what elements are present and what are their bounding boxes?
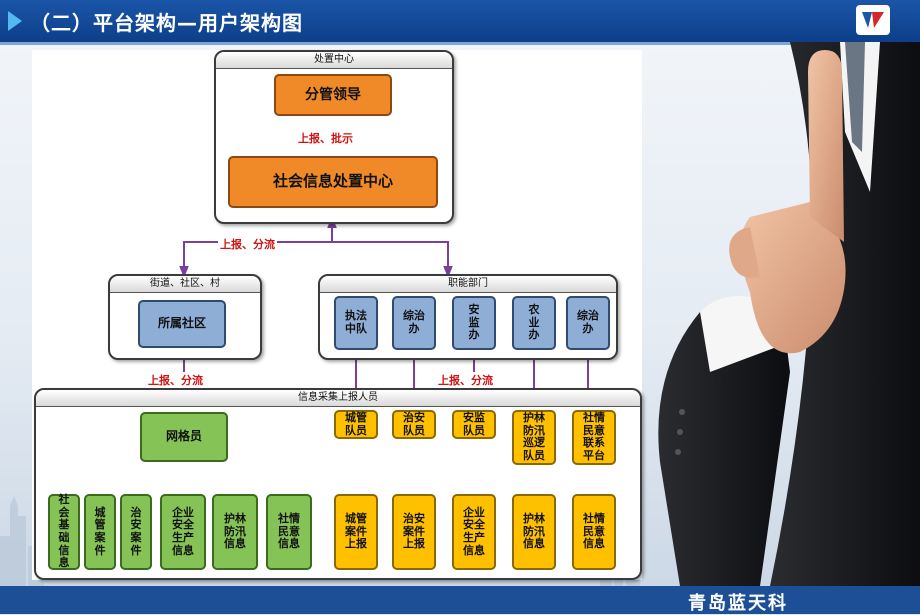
nodes.reporters: 城管 队员 (334, 410, 378, 440)
connector-branch-groups (179, 241, 453, 278)
nodes.reporters: 社情 民意 联系 平台 (572, 410, 616, 465)
node-reporter-item: 社情 民意 信息 (572, 494, 616, 570)
node-reporter-item: 企业 安全 生产 信息 (452, 494, 496, 570)
node-grid-item: 社情 民意 信息 (266, 494, 312, 570)
node-reporter-item: 治安 案件 上报 (392, 494, 436, 570)
node-department: 综治 办 (392, 296, 436, 350)
group-title: 处置中心 (216, 52, 452, 69)
node-grid-item: 治 安 案 件 (120, 494, 152, 570)
node-leader: 分管领导 (274, 74, 392, 116)
node-community: 所属社区 (138, 300, 226, 348)
node-department: 执法 中队 (334, 296, 378, 350)
label-report-approve: 上报、批示 (296, 130, 355, 146)
nodes.reporters: 治安 队员 (392, 410, 436, 440)
group-title: 信息采集上报人员 (36, 390, 640, 407)
node-social-center: 社会信息处置中心 (228, 156, 438, 208)
slide-title: （二）平台架构—用户架构图 (30, 11, 303, 35)
node-grid-item: 企业 安全 生产 信息 (160, 494, 206, 570)
label-report-distribute: 上报、分流 (218, 236, 277, 252)
node-grid-member: 网格员 (140, 412, 228, 462)
header-arrow-icon (8, 11, 22, 31)
label-report-distribute: 上报、分流 (146, 372, 205, 388)
node-department: 农 业 办 (512, 296, 556, 350)
nodes.reporters: 安监 队员 (452, 410, 496, 440)
node-reporter-item: 护林 防汛 信息 (512, 494, 556, 570)
group-title: 街道、社区、村 (110, 276, 260, 293)
node-grid-item: 护林 防汛 信息 (212, 494, 258, 570)
node-department: 安 监 办 (452, 296, 496, 350)
slide-footer: 青岛蓝天科 (0, 586, 920, 614)
node-grid-item: 城 管 案 件 (84, 494, 116, 570)
node-reporter-item: 城管 案件 上报 (334, 494, 378, 570)
user-architecture-diagram: 处置中心 分管领导 上报、批示 社会信息处置中心 上报、分流 街道、社区、村 所… (32, 50, 642, 580)
label-report-distribute: 上报、分流 (436, 372, 495, 388)
businessman-pointing-image (658, 42, 920, 586)
slide-header: （二）平台架构—用户架构图 (0, 0, 920, 45)
nodes.reporters: 护林 防汛 巡逻 队员 (512, 410, 556, 465)
company-logo (856, 5, 890, 35)
group-title: 职能部门 (320, 276, 616, 293)
footer-company-name: 青岛蓝天科 (688, 593, 788, 614)
node-grid-item: 社 会 基 础 信 息 (48, 493, 80, 570)
node-department: 综治 办 (566, 296, 610, 350)
